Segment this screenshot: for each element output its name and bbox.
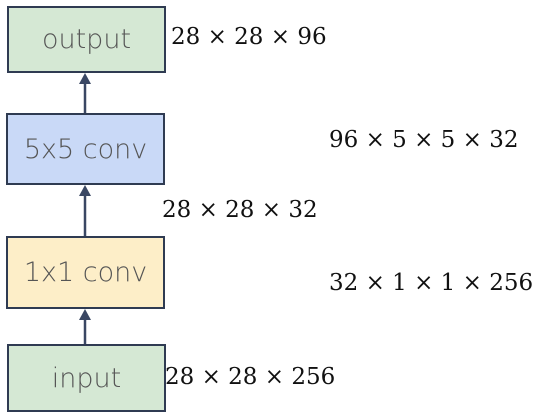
input-shape-label: 28 × 28 × 256 xyxy=(165,364,336,390)
output-box: output xyxy=(7,6,166,73)
output-shape-label: 28 × 28 × 96 xyxy=(171,24,327,50)
conv1x1-box-label: 1x1 conv xyxy=(23,257,148,288)
intermediate-shape-label: 28 × 28 × 32 xyxy=(162,197,318,223)
conv5x5-box: 5x5 conv xyxy=(6,113,165,185)
input-box-label: input xyxy=(51,362,122,394)
conv1x1-weights-label: 32 × 1 × 1 × 256 xyxy=(329,270,534,296)
arrowhead-input-to-conv1 xyxy=(79,309,91,320)
input-box: input xyxy=(7,344,166,412)
conv5x5-weights-label: 96 × 5 × 5 × 32 xyxy=(329,127,519,153)
conv5x5-box-label: 5x5 conv xyxy=(23,133,148,165)
output-box-label: output xyxy=(41,24,132,55)
arrowhead-conv5-to-output xyxy=(79,73,91,84)
conv1x1-box: 1x1 conv xyxy=(6,236,165,309)
arrowhead-conv1-to-conv5 xyxy=(79,185,91,196)
